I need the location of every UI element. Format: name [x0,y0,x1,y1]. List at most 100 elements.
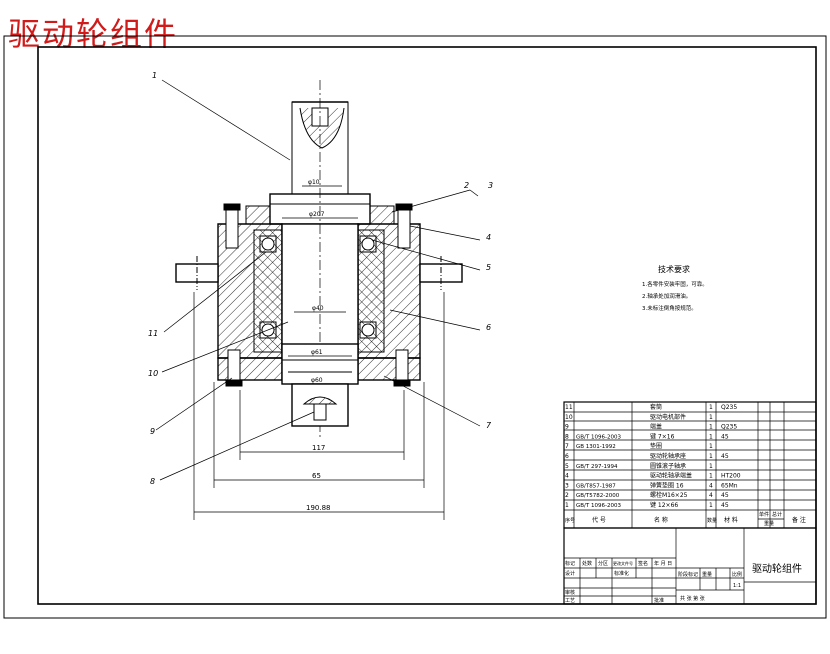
bom-cell-qty: 1 [709,424,713,431]
bom-cell-name: 圆锥滚子轴承 [650,462,686,470]
bom-cell-qty: 1 [709,414,713,421]
tb-scale: 比例 [732,571,742,578]
bom-cell-name: 驱动电机部件 [650,413,686,421]
bom-header-unit: 单件 [759,511,769,518]
dim-w2: 65 [312,472,321,480]
tb-standard: 标准化 [614,570,629,577]
bom-cell-code: GB/T 1096-2003 [576,503,621,509]
bom-cell-mat: HT200 [721,473,741,480]
bom-cell-qty: 1 [709,404,713,411]
bom-cell-qty: 1 [709,443,713,450]
bom-cell-idx: 3 [565,482,569,489]
bom-cell-name: 键 12×66 [650,501,678,509]
bom-cell-idx: 7 [565,443,569,450]
bom-cell-qty: 1 [709,433,713,440]
bom-cell-idx: 8 [565,433,569,440]
dim-w3: 190.88 [306,504,331,512]
bom-cell-code: GB/T 297-1994 [576,464,618,470]
bom-header-mass: 重量 [764,520,774,527]
bom-cell-mat: 45 [721,502,729,509]
bom-header-qty: 数量 [707,517,717,524]
tb-sheets: 共 张 第 张 [680,595,705,602]
dim-d1: φ61 [311,349,323,356]
title-block-text: 标记 处数 分区 更改文件号 签名 年 月 日 设计 标准化 审核 工艺 批准 … [565,560,742,604]
bom-cell-qty: 4 [709,492,713,499]
bom-cell-name: 驱动轮轴承端盖 [650,472,692,480]
tb-date: 年 月 日 [654,560,672,567]
bom-cell-mat: 45 [721,433,729,440]
bom-header-mat: 材 料 [724,516,738,524]
balloon-7: 7 [486,421,492,430]
dim-bore: φ40 [312,305,324,312]
bom-cell-idx: 6 [565,453,569,460]
tech-title: 技术要求 [658,264,690,274]
bom-cell-name: 端盖 [650,423,662,431]
bom-cell-name: 弹簧垫圈 16 [650,481,684,489]
bom-cell-mat: Q235 [721,424,737,431]
balloon-labels: 1 2 3 4 5 6 7 8 9 10 11 [148,71,493,486]
bom-cell-idx: 1 [565,502,569,509]
bom-header: 序号 代 号 名 称 数量 材 料 单件 总计 重量 备 注 [565,511,806,527]
tb-count: 处数 [582,560,592,567]
bom-cell-qty: 4 [709,482,713,489]
balloon-5: 5 [486,263,491,272]
tb-design: 设计 [565,570,575,577]
bom-cell-code: GB 1301-1992 [576,444,616,450]
tech-line-1: 1.各零件安装牢固，可靠。 [642,280,708,288]
tb-mark: 标记 [565,560,575,567]
bom-cell-qty: 1 [709,453,713,460]
bom-header-total: 总计 [772,511,782,518]
bom-cell-code: GB/T 1096-2003 [576,434,621,440]
inner-border [37,46,817,605]
tb-audit: 审核 [565,589,575,596]
dim-shaft: φ10 [308,179,320,186]
tb-zone: 分区 [598,560,608,567]
bom-cell-idx: 2 [565,492,569,499]
balloon-11: 11 [148,329,158,338]
bom-cell-idx: 10 [565,414,573,421]
balloon-9: 9 [150,427,155,436]
bom-table [563,401,817,529]
bom-cell-name: 键 7×16 [650,432,675,440]
bom-cell-code: GB/T5782-2000 [576,493,620,499]
bom-cell-qty: 1 [709,463,713,470]
bom-header-idx: 序号 [565,517,575,524]
bom-cell-code: GB/T857-1987 [576,483,616,489]
outer-border [3,35,827,619]
balloon-10: 10 [148,369,158,378]
dim-d2: φ60 [311,377,323,384]
bom-header-name: 名 称 [654,516,668,524]
dim-w1: 117 [312,444,325,452]
bom-cell-mat: Q235 [721,404,737,411]
tb-docno: 更改文件号 [613,560,633,566]
dim-flange: φ207 [309,211,325,218]
balloon-4: 4 [486,233,491,242]
bom-cell-mat: 45 [721,492,729,499]
bom-cell-idx: 9 [565,424,569,431]
balloon-2: 2 [464,181,469,190]
bom-cell-name: 套筒 [650,403,662,411]
tech-line-2: 2.轴承处加润滑油。 [642,292,691,300]
tb-sign: 签名 [638,560,648,567]
tb-process: 工艺 [565,598,575,604]
bom-cell-idx: 11 [565,404,573,411]
tb-weight: 重量 [702,571,712,578]
bom-cell-qty: 1 [709,473,713,480]
tb-approve: 批准 [654,597,664,604]
leaders [155,79,481,481]
bom-cell-qty: 1 [709,502,713,509]
assembly-view [175,80,463,520]
bom-cell-name: 驱动轮轴承座 [650,452,686,460]
tb-scale-value: 1:1 [733,583,741,589]
tech-line-3: 3.未标注倒角按规范。 [642,304,697,312]
bom-cell-name: 垫圈 [650,442,662,450]
title-block [563,527,817,605]
bom-cell-mat: 65Mn [721,482,738,489]
balloon-6: 6 [486,323,491,332]
bom-cell-name: 螺栓M16×25 [650,491,688,499]
bom-cell-mat: 45 [721,453,729,460]
bom-cell-idx: 4 [565,473,569,480]
bom-header-code: 代 号 [592,516,606,524]
balloon-8: 8 [150,477,155,486]
